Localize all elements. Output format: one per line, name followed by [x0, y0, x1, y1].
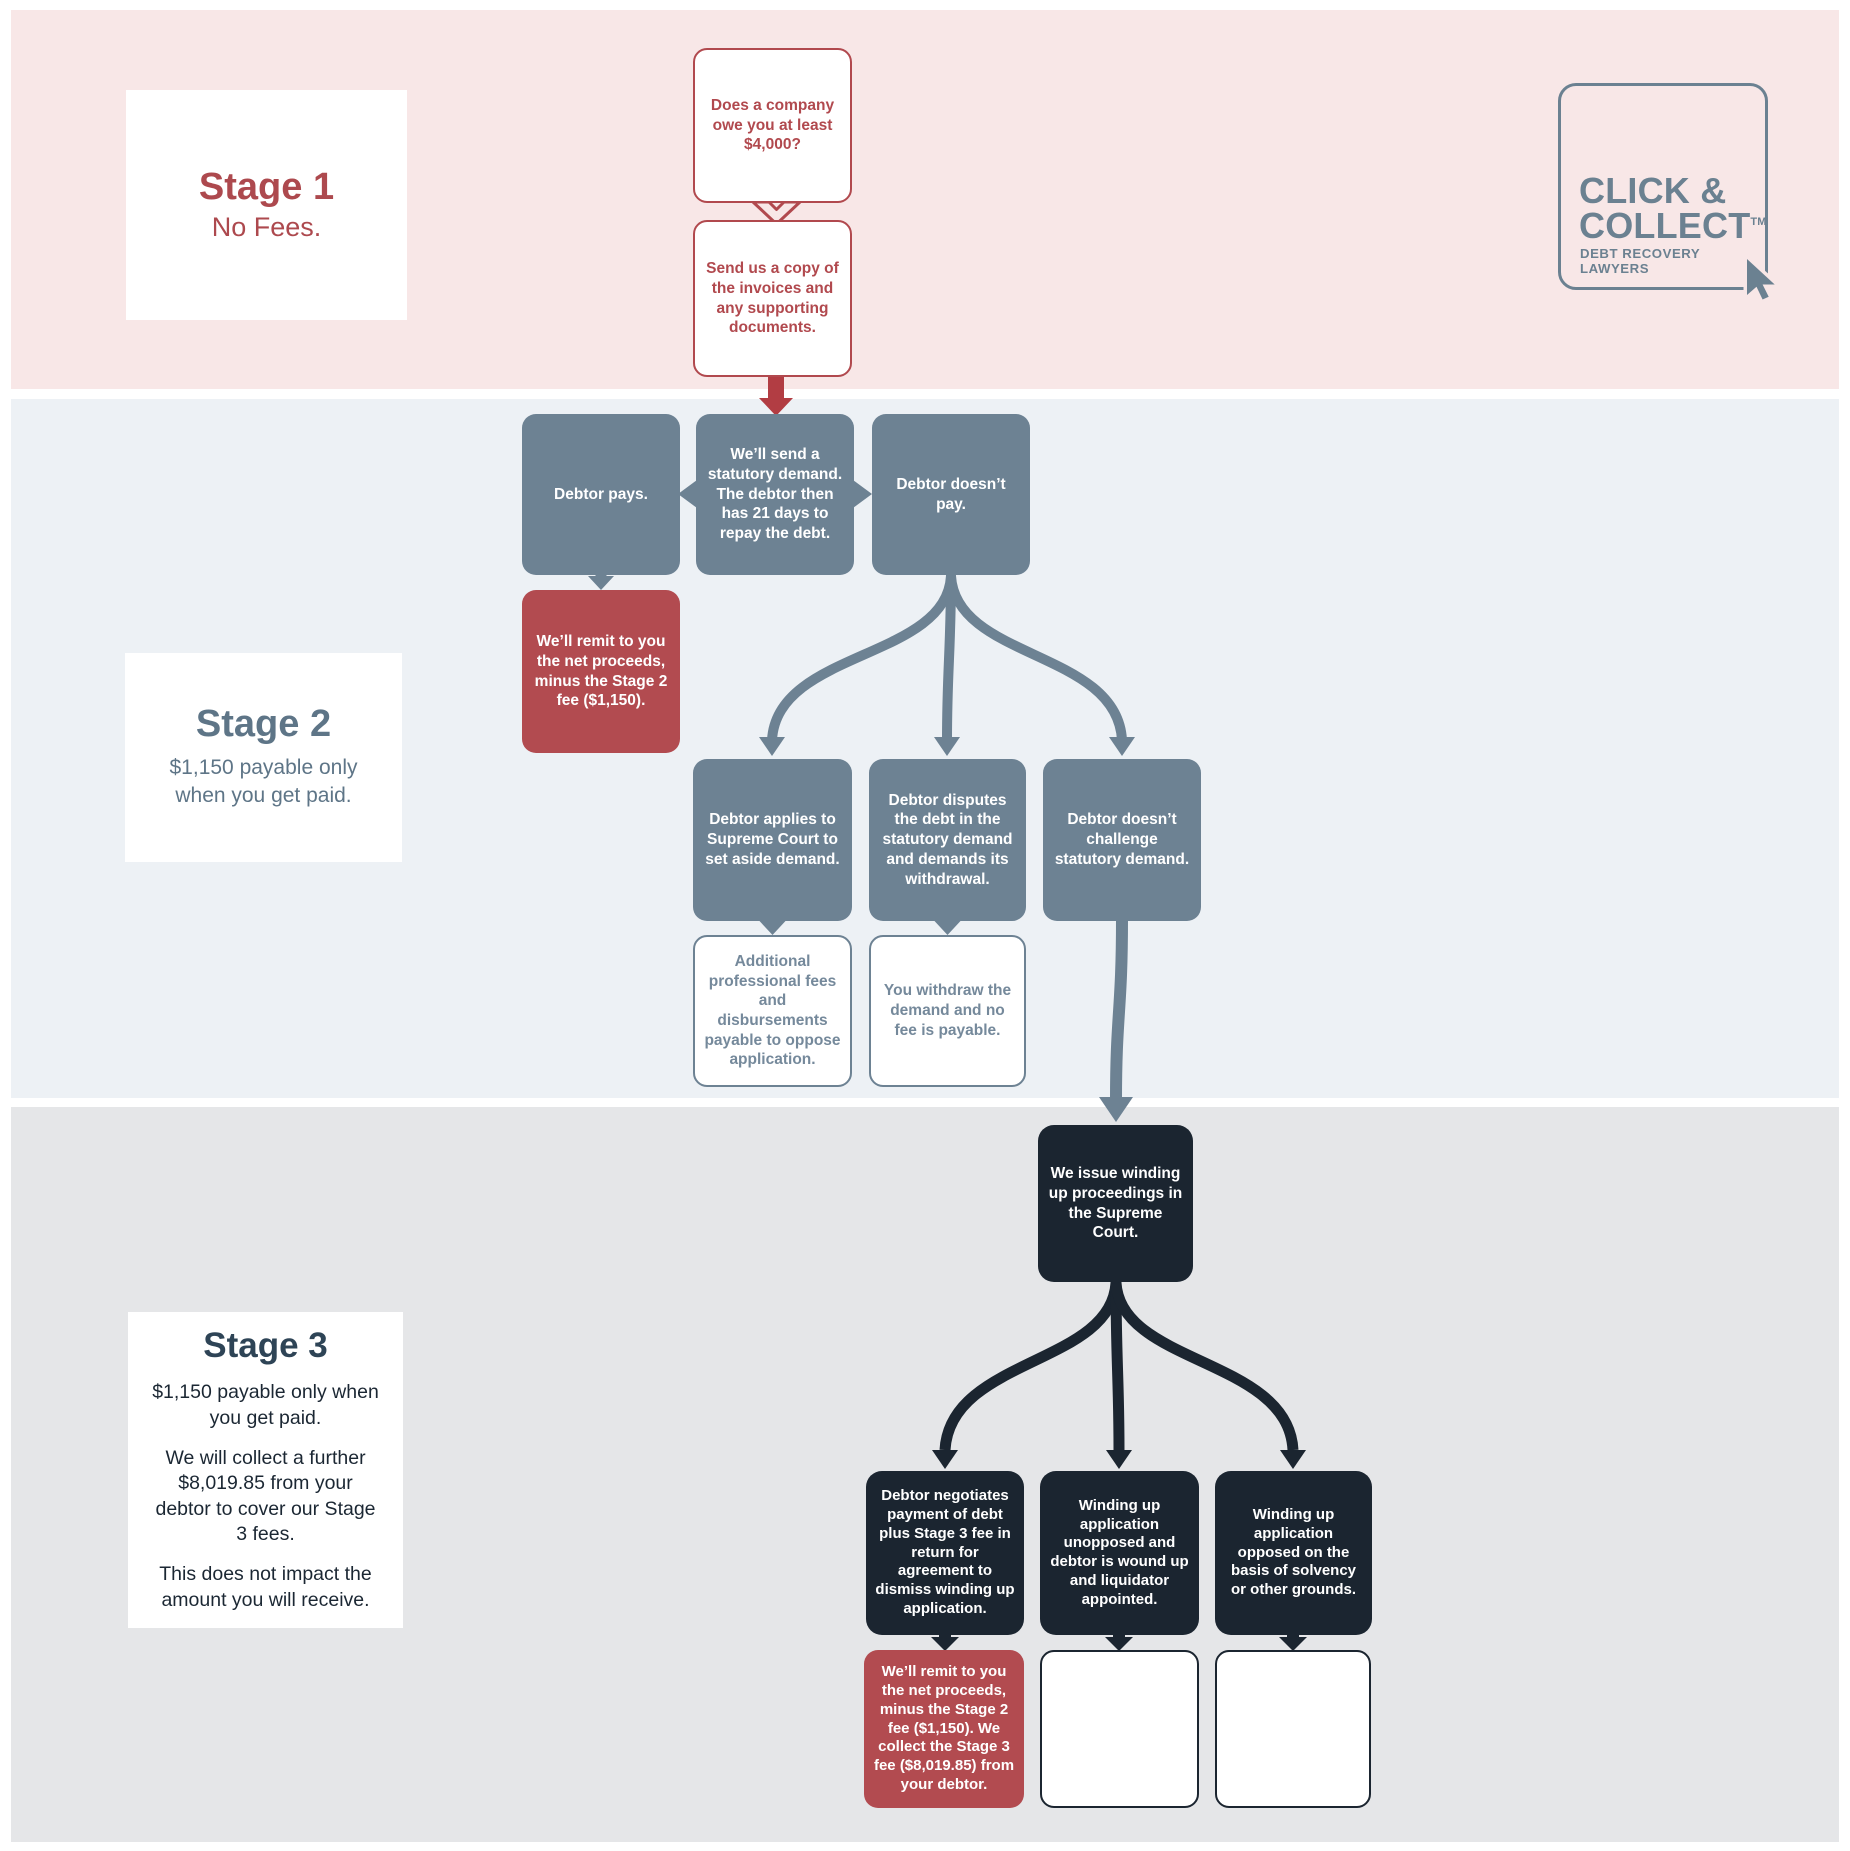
node-withdraw-demand: You withdraw the demand and no fee is pa…: [869, 935, 1026, 1087]
node-applies-text: Debtor applies to Supreme Court to set a…: [705, 811, 840, 868]
logo-trademark: TM: [1750, 215, 1767, 228]
node-debtor-doesnt-pay-text: Debtor doesn’t pay.: [896, 475, 1006, 513]
node-negotiates-text: Debtor negotiates payment of debt plus S…: [875, 1487, 1015, 1617]
stage1-title: Stage 1: [198, 165, 335, 208]
node-additional-fees: Additional professional fees and disburs…: [693, 935, 852, 1087]
remit3-post: from your debtor.: [900, 1757, 1015, 1793]
node-unopposed-text: Winding up application unopposed and deb…: [1050, 1496, 1189, 1608]
node-remit-stage3-text: We’ll remit to you the net proceeds, min…: [873, 1663, 1015, 1794]
remit2-amount: ($1,150): [583, 692, 642, 710]
node-assessed: [1215, 1650, 1371, 1808]
logo-tagline: DEBT RECOVERY LAWYERS: [1580, 246, 1700, 276]
remit3-amount1: ($1,150): [913, 1719, 970, 1737]
stage3-title: Stage 3: [203, 1325, 328, 1365]
remit3-pre: We’ll remit to you the net proceeds, min…: [879, 1663, 1009, 1737]
node-disputes-debt: Debtor disputes the debt in the statutor…: [869, 759, 1026, 921]
node-owed-question: Does a company owe you at least $4,000?: [693, 48, 852, 203]
stage3-paragraph-2: We will collect a further $8,019.85 from…: [155, 1447, 376, 1546]
node-debtor-pays: Debtor pays.: [522, 414, 680, 575]
stage2-subtitle: $1,150 payable only when you get paid.: [169, 756, 358, 808]
stage3-paragraph-3: This does not impact the amount you will…: [159, 1563, 372, 1611]
node-disputes-text: Debtor disputes the debt in the statutor…: [882, 791, 1013, 888]
logo-line2: COLLECT: [1579, 204, 1751, 246]
stage3-paragraph-1: $1,150 payable only when you get paid.: [152, 1381, 379, 1429]
node-remit-stage3: We’ll remit to you the net proceeds, min…: [864, 1650, 1024, 1808]
node-opposed: Winding up application opposed on the ba…: [1215, 1471, 1372, 1635]
node-remit-stage2: We’ll remit to you the net proceeds, min…: [522, 590, 680, 753]
node-debtor-pays-text: Debtor pays.: [554, 485, 648, 503]
node-opposed-text: Winding up application opposed on the ba…: [1230, 1506, 1357, 1599]
logo-line1: CLICK &: [1579, 170, 1727, 211]
node-winding-up: We issue winding up proceedings in the S…: [1038, 1125, 1193, 1282]
node-no-challenge-text: Debtor doesn’t challenge statutory deman…: [1054, 811, 1190, 868]
node-owed-question-text: Does a company owe you at least $4,000?: [710, 96, 835, 154]
node-applies-set-aside: Debtor applies to Supreme Court to set a…: [693, 759, 852, 921]
node-unopposed: Winding up application unopposed and deb…: [1040, 1471, 1199, 1635]
node-remit-stage2-text: We’ll remit to you the net proceeds, min…: [531, 632, 671, 711]
stage2-label-card: Stage 2 $1,150 payable only when you get…: [125, 653, 402, 862]
remit3-amount2: ($8,019.85): [899, 1757, 977, 1775]
node-no-fee: [1040, 1650, 1199, 1808]
stage1-subtitle: No Fees.: [211, 212, 322, 243]
node-send-invoices-text: Send us a copy of the invoices and any s…: [706, 260, 839, 337]
logo-wordmark: CLICK & COLLECTTM: [1579, 173, 1767, 246]
node-no-challenge: Debtor doesn’t challenge statutory deman…: [1043, 759, 1201, 921]
node-additional-fees-text: Additional professional fees and disburs…: [704, 952, 841, 1069]
remit2-post: .: [641, 692, 646, 710]
stage2-title: Stage 2: [195, 703, 332, 746]
stage3-label-card: Stage 3 $1,150 payable only when you get…: [128, 1312, 403, 1628]
remit2-pre: We’ll remit to you the net proceeds, min…: [534, 633, 668, 710]
node-debtor-doesnt-pay: Debtor doesn’t pay.: [872, 414, 1030, 575]
node-send-invoices: Send us a copy of the invoices and any s…: [693, 220, 852, 377]
remit3-mid: . We collect the Stage 3 fee: [873, 1719, 1010, 1775]
node-statutory-demand: We’ll send a statutory demand. The debto…: [696, 414, 854, 575]
click-and-collect-logo: CLICK & COLLECTTM DEBT RECOVERY LAWYERS: [1558, 83, 1779, 303]
node-negotiates: Debtor negotiates payment of debt plus S…: [866, 1471, 1024, 1635]
stage1-label-card: Stage 1 No Fees.: [126, 90, 407, 320]
cursor-icon: [1743, 255, 1779, 303]
node-withdraw-demand-text: You withdraw the demand and no fee is pa…: [883, 982, 1012, 1039]
node-winding-up-text: We issue winding up proceedings in the S…: [1048, 1165, 1183, 1242]
node-statutory-demand-text: We’ll send a statutory demand. The debto…: [707, 446, 843, 542]
